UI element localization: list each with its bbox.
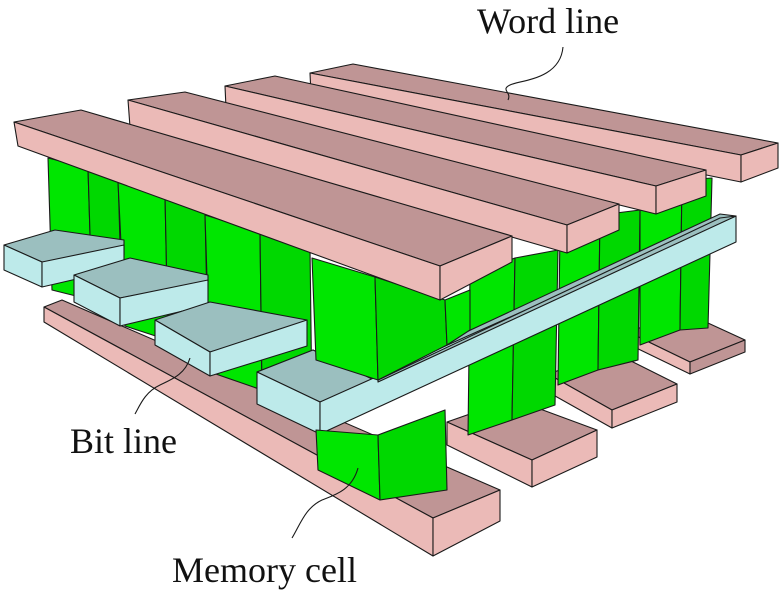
bit-line-4: [256, 213, 737, 435]
top-word-line-2: [127, 91, 620, 254]
bit-line-label: Bit line: [70, 421, 177, 461]
bit-line-2: [73, 257, 209, 327]
bit-line-1: [3, 229, 125, 288]
word-line-label: Word line: [477, 1, 619, 41]
top-word-line-1: [13, 109, 513, 301]
memory-cell-leader: [291, 467, 359, 539]
memory-cells-front: [311, 257, 471, 501]
word-line-leader: [505, 46, 564, 101]
memory-cell-label: Memory cell: [172, 550, 357, 590]
top-word-line-3: [224, 75, 707, 215]
bit-line-leader: [134, 357, 191, 415]
bit-line-3: [154, 301, 308, 377]
